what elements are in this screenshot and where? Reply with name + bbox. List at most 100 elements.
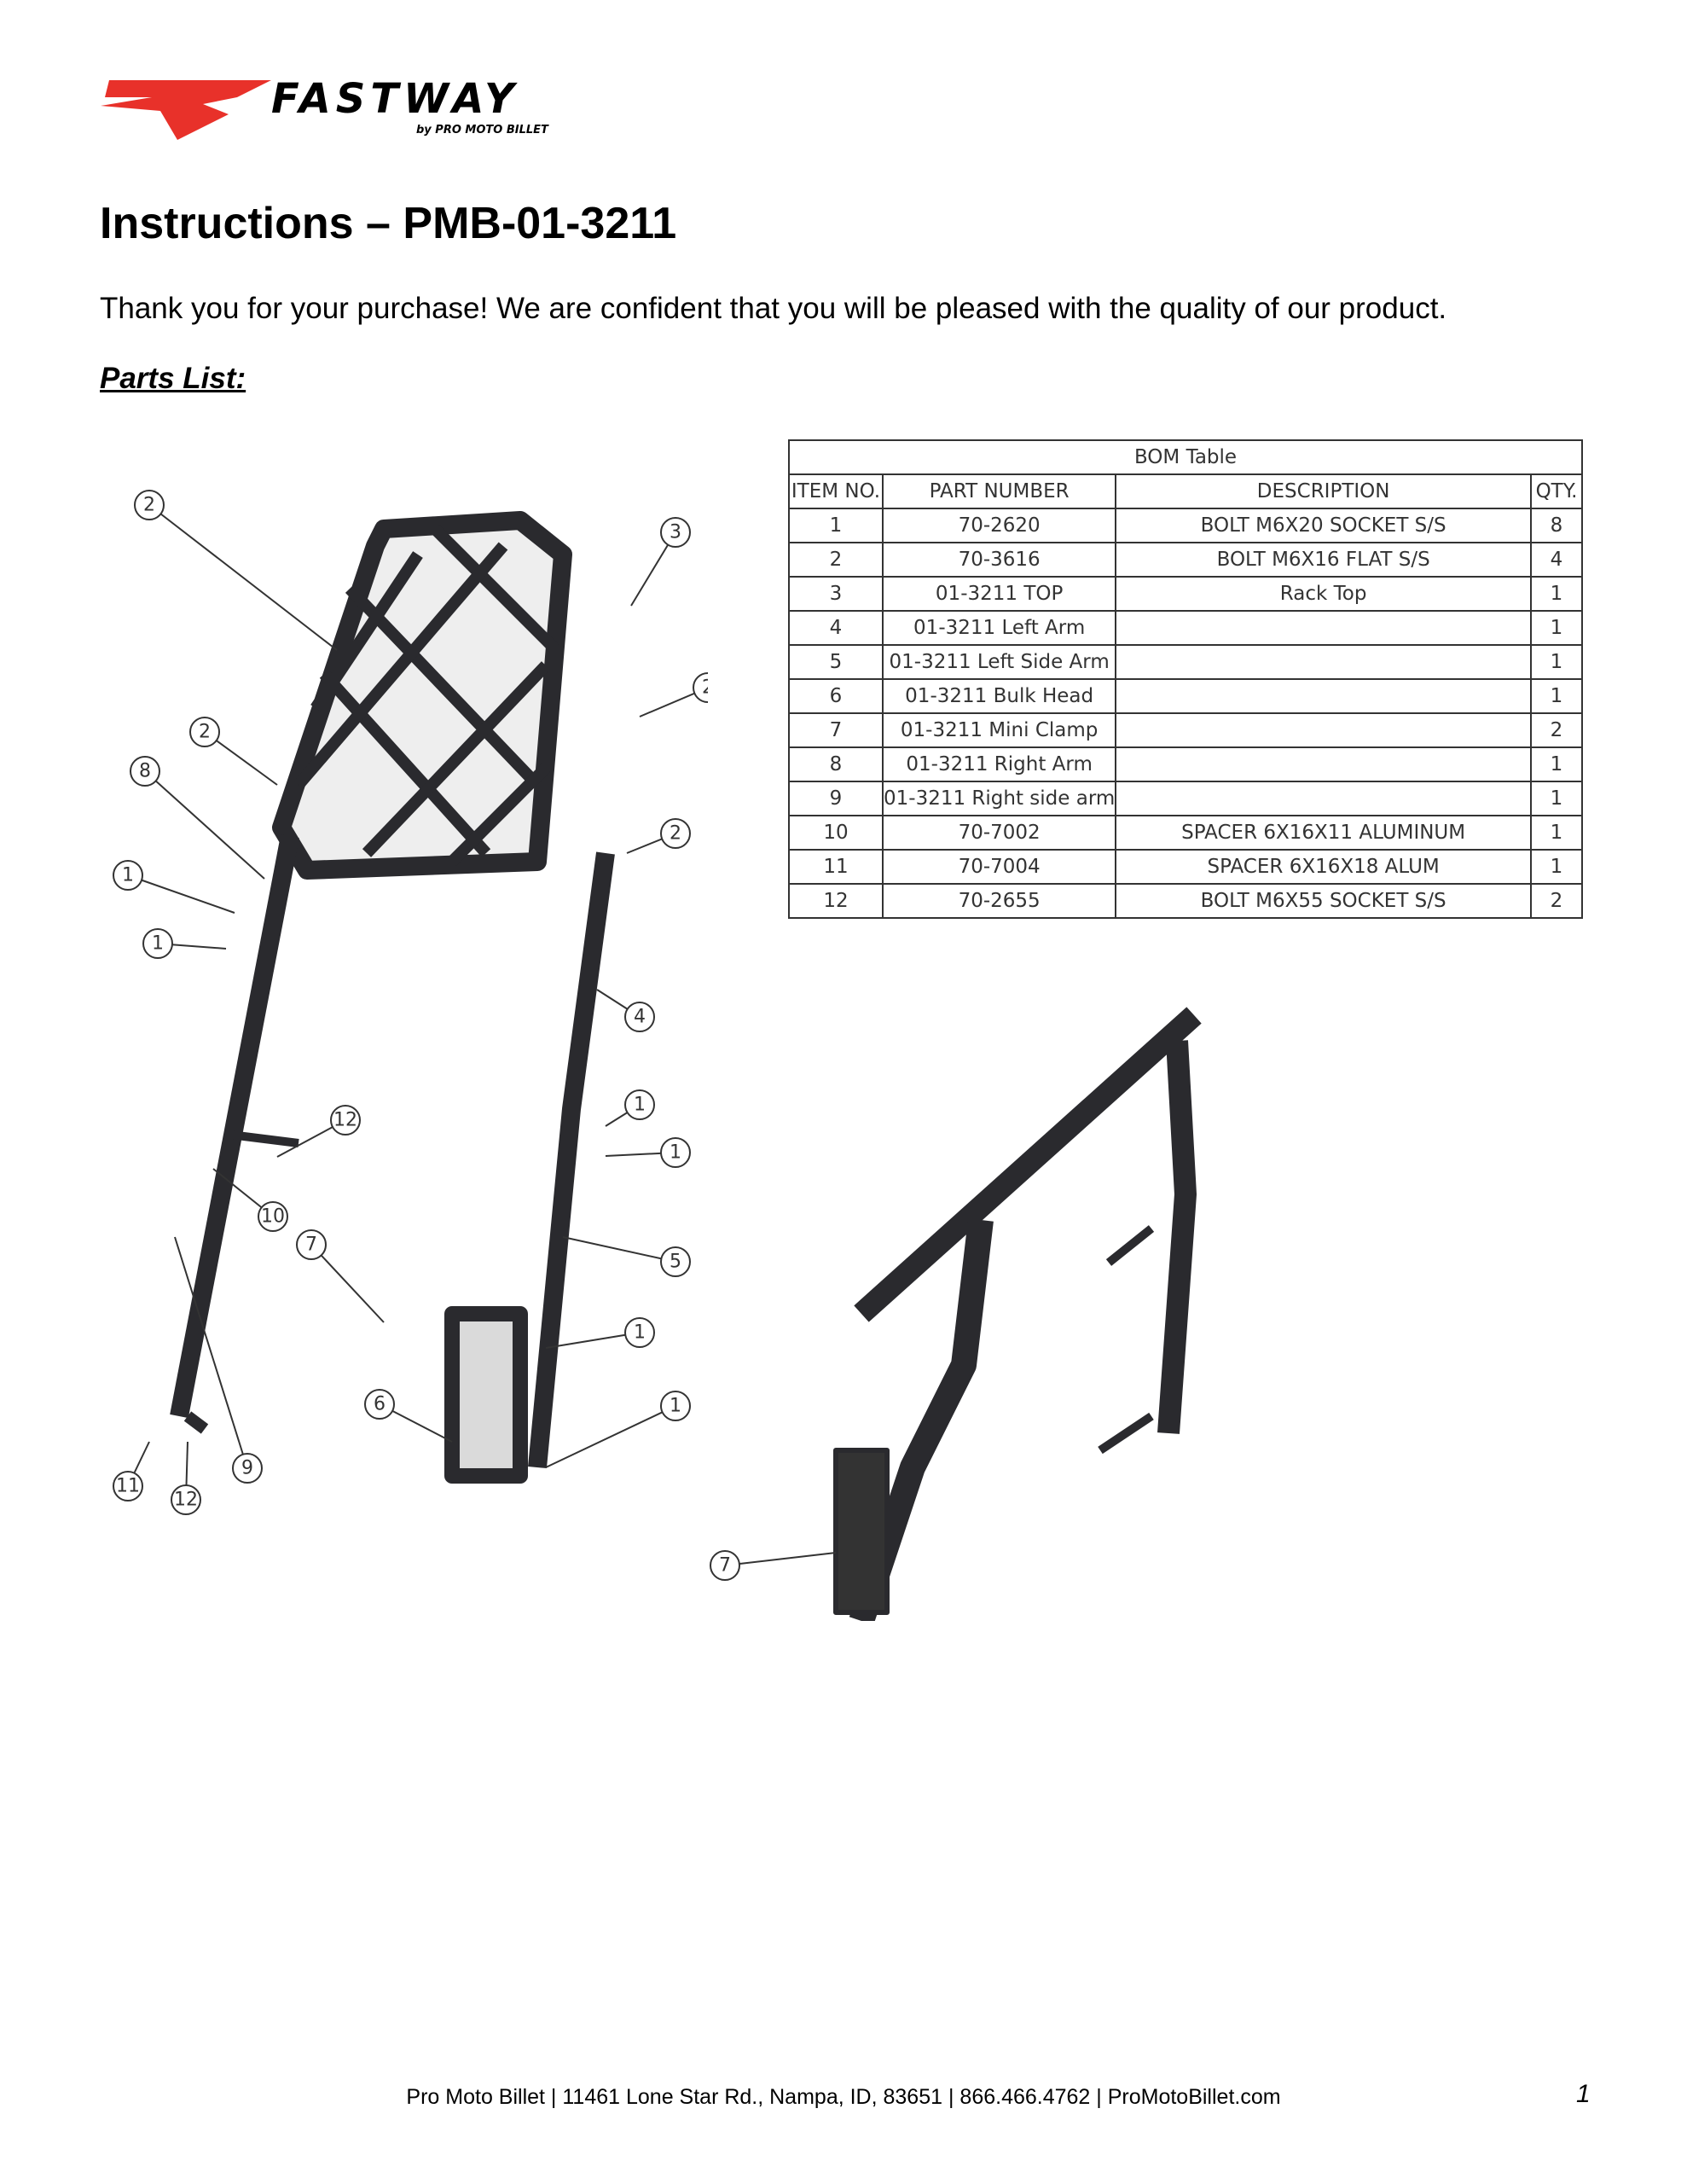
callout-number: 1	[152, 933, 164, 955]
callout-number: 5	[670, 1252, 681, 1273]
iso-right-arm	[1157, 1040, 1197, 1434]
iso-bulk-head	[833, 1448, 890, 1615]
callout-number: 2	[143, 495, 155, 516]
callout-balloon: 5	[562, 1236, 691, 1277]
bom-cell-item-no: 11	[788, 849, 884, 885]
bom-cell-qty: 2	[1530, 883, 1583, 919]
bom-cell-part-number: 70-3616	[881, 542, 1117, 578]
bom-cell-part-number: 01-3211 TOP	[881, 576, 1117, 612]
iso-rack-top	[854, 1007, 1202, 1322]
left-arm	[528, 851, 615, 1469]
rack-top-mesh	[293, 525, 559, 866]
fastway-logo: FASTWAY by PRO MOTO BILLET	[101, 75, 549, 140]
callout-number: 7	[719, 1555, 731, 1577]
callout-number: 1	[634, 1095, 646, 1116]
callout-number: 3	[670, 522, 681, 543]
callout-balloon: 1	[113, 860, 235, 914]
bom-cell-description	[1115, 644, 1532, 680]
bom-cell-description	[1115, 610, 1532, 646]
callout-balloon: 2	[639, 672, 708, 717]
callout-balloon: 1	[142, 928, 227, 959]
bom-cell-qty: 1	[1530, 815, 1583, 851]
col-description: DESCRIPTION	[1115, 473, 1532, 509]
callout-balloon: 12	[276, 1105, 361, 1158]
bom-cell-description: BOLT M6X55 SOCKET S/S	[1115, 883, 1532, 919]
bom-table: BOM Table ITEM NO. PART NUMBER DESCRIPTI…	[788, 439, 1583, 919]
callout-balloon: 11	[113, 1441, 150, 1502]
callout-number: 1	[670, 1396, 681, 1417]
bom-cell-item-no: 3	[788, 576, 884, 612]
bom-cell-qty: 1	[1530, 781, 1583, 816]
bulk-head	[444, 1306, 528, 1484]
bom-cell-qty: 1	[1530, 610, 1583, 646]
callout-balloon: 6	[364, 1389, 453, 1443]
callout-number: 7	[305, 1234, 317, 1256]
bolt-12b	[183, 1411, 209, 1434]
parts-list-heading: Parts List:	[100, 362, 246, 395]
callout-balloon: 1	[545, 1391, 691, 1468]
bom-cell-description	[1115, 746, 1532, 782]
bom-cell-part-number: 01-3211 Left Side Arm	[881, 644, 1117, 680]
bom-cell-item-no: 2	[788, 542, 884, 578]
bom-cell-description: Rack Top	[1115, 576, 1532, 612]
footer-contact: Pro Moto Billet | 11461 Lone Star Rd., N…	[406, 2085, 1281, 2109]
callout-number: 1	[122, 865, 134, 886]
callout-balloon: 2	[626, 818, 691, 854]
callout-balloon: 8	[130, 756, 265, 880]
page-number: 1	[1576, 2080, 1591, 2108]
col-part-number: PART NUMBER	[881, 473, 1117, 509]
callout-number: 6	[374, 1394, 386, 1415]
callout-number: 9	[241, 1458, 253, 1479]
bom-cell-qty: 1	[1530, 678, 1583, 714]
callout-balloon: 4	[596, 989, 655, 1032]
iso-bolt-a	[1105, 1225, 1155, 1266]
bom-cell-qty: 4	[1530, 542, 1583, 578]
bom-cell-item-no: 9	[788, 781, 884, 816]
callout-number: 1	[634, 1322, 646, 1344]
callout-number: 12	[333, 1110, 357, 1131]
bom-cell-item-no: 6	[788, 678, 884, 714]
bom-cell-part-number: 01-3211 Right Arm	[881, 746, 1117, 782]
callout-balloon: 7	[710, 1550, 837, 1581]
callout-balloon: 9	[174, 1236, 263, 1484]
bom-cell-part-number: 70-7002	[881, 815, 1117, 851]
bom-cell-item-no: 7	[788, 712, 884, 748]
callout-number: 2	[670, 823, 681, 845]
right-arm	[170, 834, 299, 1419]
callout-number: 8	[139, 761, 151, 782]
bom-cell-description: SPACER 6X16X11 ALUMINUM	[1115, 815, 1532, 851]
callout-balloon: 7	[296, 1229, 385, 1323]
callout-number: 12	[174, 1490, 198, 1511]
callout-balloon: 2	[134, 490, 338, 651]
assembly-drawing-isometric: 7	[710, 1007, 1202, 1621]
logo-mark	[101, 80, 271, 140]
bom-cell-item-no: 1	[788, 508, 884, 543]
bom-caption: BOM Table	[788, 439, 1583, 475]
bom-cell-description	[1115, 781, 1532, 816]
callout-number: 2	[199, 722, 211, 743]
bom-cell-qty: 1	[1530, 849, 1583, 885]
callout-number: 11	[116, 1476, 140, 1497]
intro-text: Thank you for your purchase! We are conf…	[100, 292, 1447, 325]
col-qty: QTY.	[1530, 473, 1583, 509]
logo-tagline: by PRO MOTO BILLET	[416, 124, 549, 136]
bom-cell-item-no: 5	[788, 644, 884, 680]
bom-cell-item-no: 12	[788, 883, 884, 919]
callout-balloon: 12	[171, 1441, 201, 1515]
bom-cell-item-no: 4	[788, 610, 884, 646]
callout-number: 10	[261, 1206, 285, 1228]
callout-number: 4	[634, 1007, 646, 1028]
callout-balloon: 3	[630, 517, 691, 607]
bom-cell-part-number: 70-7004	[881, 849, 1117, 885]
bom-cell-part-number: 70-2620	[881, 508, 1117, 543]
col-item-no: ITEM NO.	[788, 473, 884, 509]
callout-balloon: 10	[212, 1168, 288, 1232]
